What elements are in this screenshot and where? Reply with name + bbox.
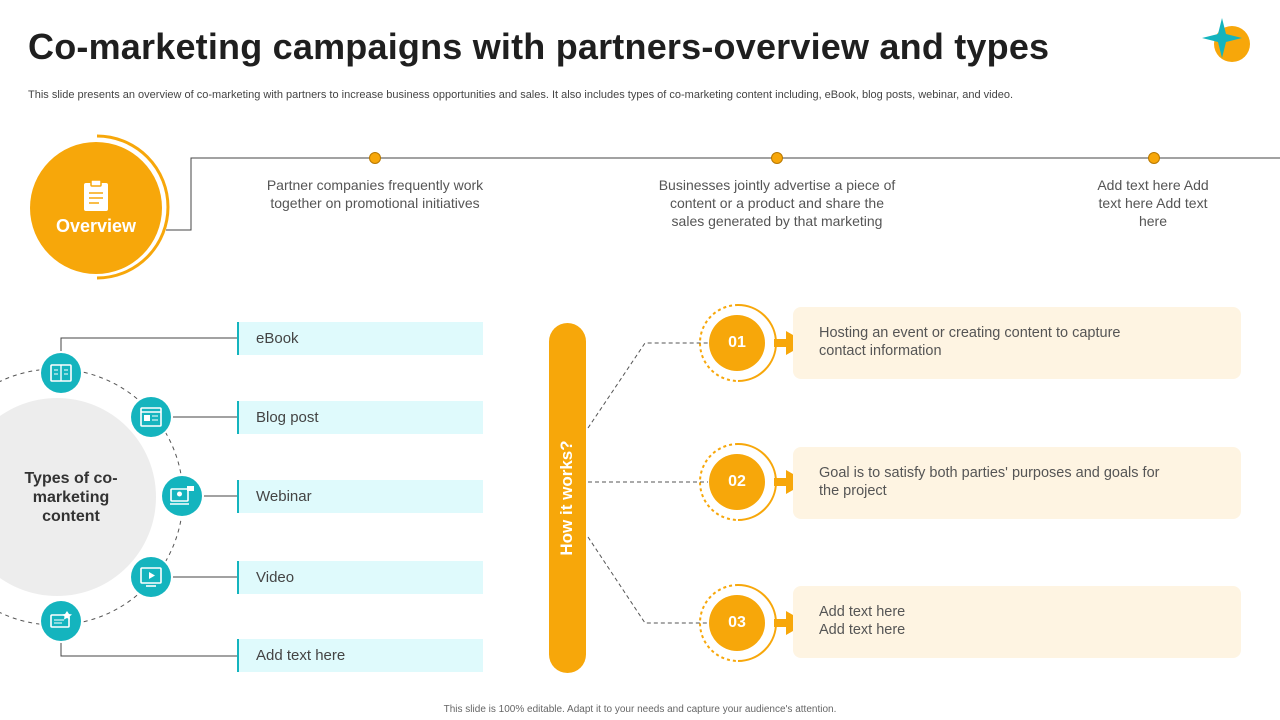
webinar-icon (162, 476, 202, 516)
step-box-1: Hosting an event or creating content to … (793, 307, 1241, 379)
step-number-3: 03 (709, 595, 765, 651)
types-circle (0, 398, 156, 596)
slide-title: Co-marketing campaigns with partners-ove… (28, 26, 1050, 67)
overview-point-2: Businesses jointly advertise a piece of … (658, 177, 896, 229)
step-text-2: Goal is to satisfy both parties' purpose… (819, 465, 1160, 499)
video-icon (131, 557, 171, 597)
blog-icon (131, 397, 171, 437)
overview-point-1: Partner companies frequently work togeth… (266, 177, 484, 211)
slide-subtitle: This slide presents an overview of co-ma… (28, 89, 1014, 101)
step-number-2: 02 (709, 454, 765, 510)
presentation-icon (41, 601, 81, 641)
step-box-2: Goal is to satisfy both parties' purpose… (793, 447, 1241, 519)
how-it-works-label: How it works? (557, 440, 576, 556)
overview-label: Overview (55, 215, 137, 236)
ebook-icon (41, 353, 81, 393)
step-text-3: Add text here Add text here (819, 604, 906, 638)
footer-note: This slide is 100% editable. Adapt it to… (443, 704, 837, 715)
step-box-3: Add text here Add text here (793, 586, 1241, 658)
step-text-1: Hosting an event or creating content to … (819, 325, 1121, 359)
type-item-webinar: Webinar (237, 480, 483, 513)
type-item-video: Video (237, 561, 483, 594)
type-item-ebook: eBook (237, 322, 483, 355)
overview-circle: Overview (30, 142, 162, 274)
type-item-add-text: Add text here (237, 639, 483, 672)
clipboard-icon (84, 179, 108, 211)
overview-point-3: Add text here Add text here Add text her… (1097, 177, 1209, 229)
brand-logo-icon (1202, 18, 1250, 62)
how-it-works-bar (549, 323, 586, 673)
step-number-1: 01 (709, 315, 765, 371)
type-item-blog-post: Blog post (237, 401, 483, 434)
types-label: Types of co-marketing content (24, 470, 118, 525)
